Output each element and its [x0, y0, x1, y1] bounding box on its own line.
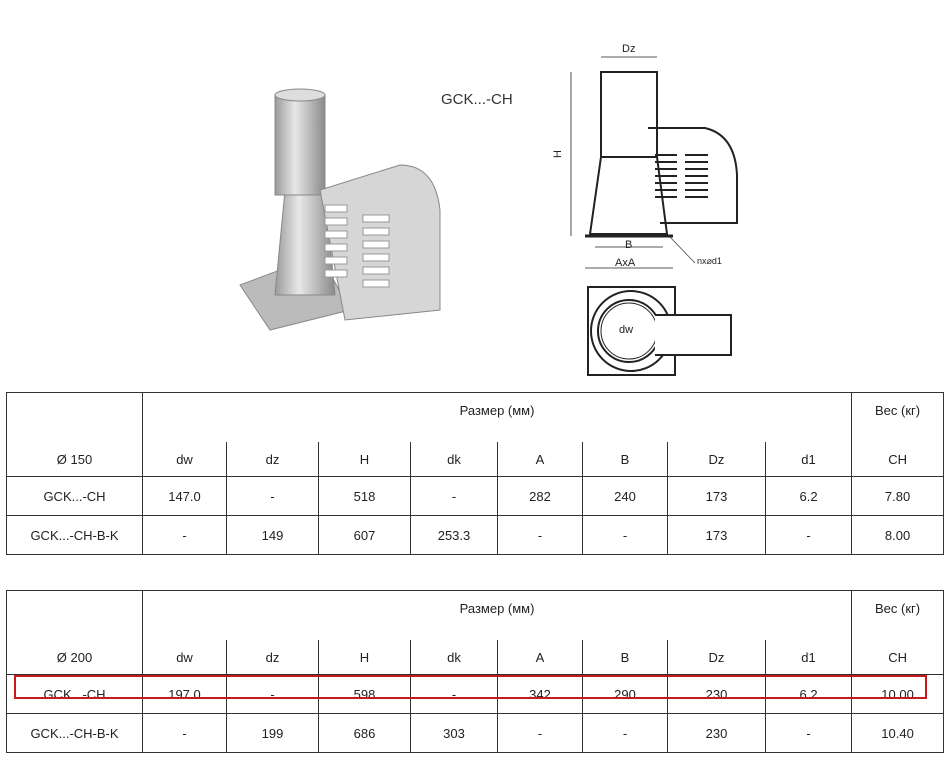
cell: - [226, 476, 319, 516]
cell: 147.0 [142, 476, 227, 516]
column-header: Dz [667, 640, 766, 675]
cell: - [582, 515, 668, 555]
column-header: CH [851, 640, 945, 675]
size-header: Размер (мм) [141, 590, 853, 640]
column-header: dw [142, 640, 227, 675]
cell: - [764, 713, 853, 753]
row-highlight-box [14, 675, 927, 699]
cell: 10.40 [851, 713, 945, 753]
column-header: Dz [667, 442, 766, 477]
column-header: B [582, 442, 668, 477]
cell: GCK...-CH [6, 476, 143, 516]
column-header: dw [142, 442, 227, 477]
spec-table-150: Размер (мм) Вес (кг) Ø 150 dw dz H dk A … [6, 392, 945, 555]
cell: 173 [667, 476, 766, 516]
cell: 253.3 [410, 515, 498, 555]
cell: 686 [318, 713, 411, 753]
cell: 518 [318, 476, 411, 516]
cell: - [764, 515, 853, 555]
weight-header: Вес (кг) [851, 590, 945, 640]
column-header: B [582, 640, 668, 675]
cell: 282 [497, 476, 583, 516]
column-header: A [497, 442, 583, 477]
cell: 149 [226, 515, 319, 555]
label-axa: AxA [615, 257, 636, 269]
spec-table-200: Размер (мм) Вес (кг) Ø 200 dw dz H dk A … [6, 590, 945, 753]
cell: - [226, 674, 319, 714]
label-b: B [625, 239, 632, 251]
cell: 303 [410, 713, 498, 753]
model-label: GCK...-CH [441, 91, 513, 108]
cell: 197.0 [142, 674, 227, 714]
technical-drawing: Dz H B AxA nx⌀d1 dw [552, 43, 738, 376]
column-header: d1 [764, 640, 853, 675]
cell: - [142, 515, 227, 555]
column-header: d1 [764, 442, 853, 477]
cell: 607 [318, 515, 411, 555]
cell: - [497, 713, 583, 753]
label-dz: Dz [622, 43, 635, 55]
product-photo [239, 88, 441, 331]
column-header: H [318, 640, 411, 675]
diameter-label: Ø 200 [6, 640, 143, 675]
cell: GCK...-CH-B-K [6, 713, 143, 753]
cell: - [497, 515, 583, 555]
cell: 199 [226, 713, 319, 753]
size-header: Размер (мм) [141, 392, 853, 442]
cell: 230 [667, 713, 766, 753]
column-header: A [497, 640, 583, 675]
column-header: CH [851, 442, 945, 477]
label-dw: dw [619, 324, 633, 336]
cell: 173 [667, 515, 766, 555]
weight-header: Вес (кг) [851, 392, 945, 442]
column-header: dk [410, 640, 498, 675]
cell: 6.2 [764, 674, 853, 714]
column-header: H [318, 442, 411, 477]
column-header: dz [226, 640, 319, 675]
cell: 8.00 [851, 515, 945, 555]
cell: - [142, 713, 227, 753]
cell: 240 [582, 476, 668, 516]
column-header: dz [226, 442, 319, 477]
cell: - [410, 476, 498, 516]
column-header: dk [410, 442, 498, 477]
cell: 7.80 [851, 476, 945, 516]
diameter-label: Ø 150 [6, 442, 143, 477]
label-holes: nx⌀d1 [697, 256, 722, 266]
cell: GCK...-CH-B-K [6, 515, 143, 555]
cell: 6.2 [764, 476, 853, 516]
label-h: H [552, 150, 564, 158]
cell: - [582, 713, 668, 753]
